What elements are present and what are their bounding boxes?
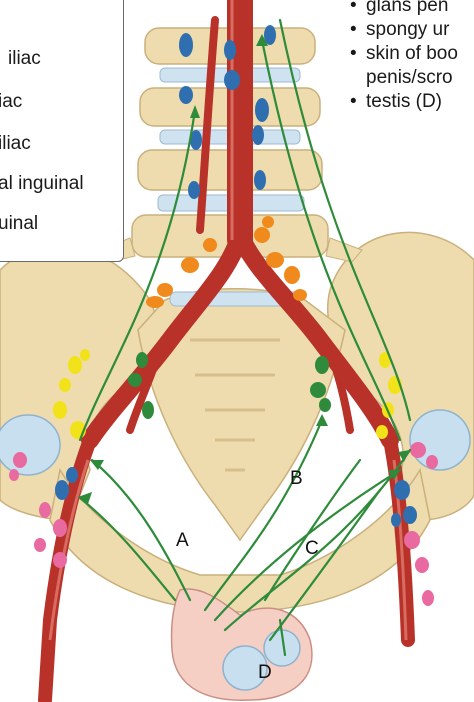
scrotum — [170, 588, 313, 701]
label-b: B — [290, 468, 303, 489]
right-femoral-head — [409, 409, 471, 471]
drainage-item-text: skin of boo — [366, 43, 458, 64]
lymphatic-vessels — [78, 18, 412, 657]
sacrum — [137, 288, 346, 542]
legend-item-superficial-inguinal: al inguinal — [0, 173, 84, 194]
drainage-item-text: spongy ur — [366, 19, 450, 40]
nodes-green — [128, 352, 331, 419]
drainage-item-text: glans pen — [366, 0, 449, 16]
testis-left — [222, 645, 268, 691]
legend-item-external-iliac: iac — [0, 91, 23, 112]
drainage-item: •glans pen — [350, 0, 458, 18]
vessel-arrowheads — [78, 34, 410, 504]
drainage-item: •skin of boo — [350, 43, 458, 64]
legend-item-deep-inguinal: uinal — [0, 213, 39, 234]
nodes-blue — [55, 25, 417, 527]
pubic-bone — [49, 467, 431, 613]
label-a: A — [176, 530, 189, 551]
drainage-item-text: testis (D) — [366, 91, 442, 112]
drainage-item-continuation: penis/scro — [366, 67, 453, 88]
label-d: D — [258, 662, 272, 683]
label-c: C — [305, 538, 319, 559]
drainage-list: •glans pen •spongy ur •skin of boo penis… — [346, 0, 462, 116]
nodes-orange — [146, 216, 307, 308]
legend-box — [0, 0, 124, 262]
drainage-item: •spongy ur — [350, 19, 450, 40]
drainage-item: •testis (D) — [350, 91, 442, 112]
legend-item-internal-iliac: iliac — [0, 133, 31, 154]
left-femoral-head — [0, 414, 61, 476]
legend-item-common-iliac: iliac — [8, 48, 41, 69]
nodes-pink — [9, 442, 438, 606]
